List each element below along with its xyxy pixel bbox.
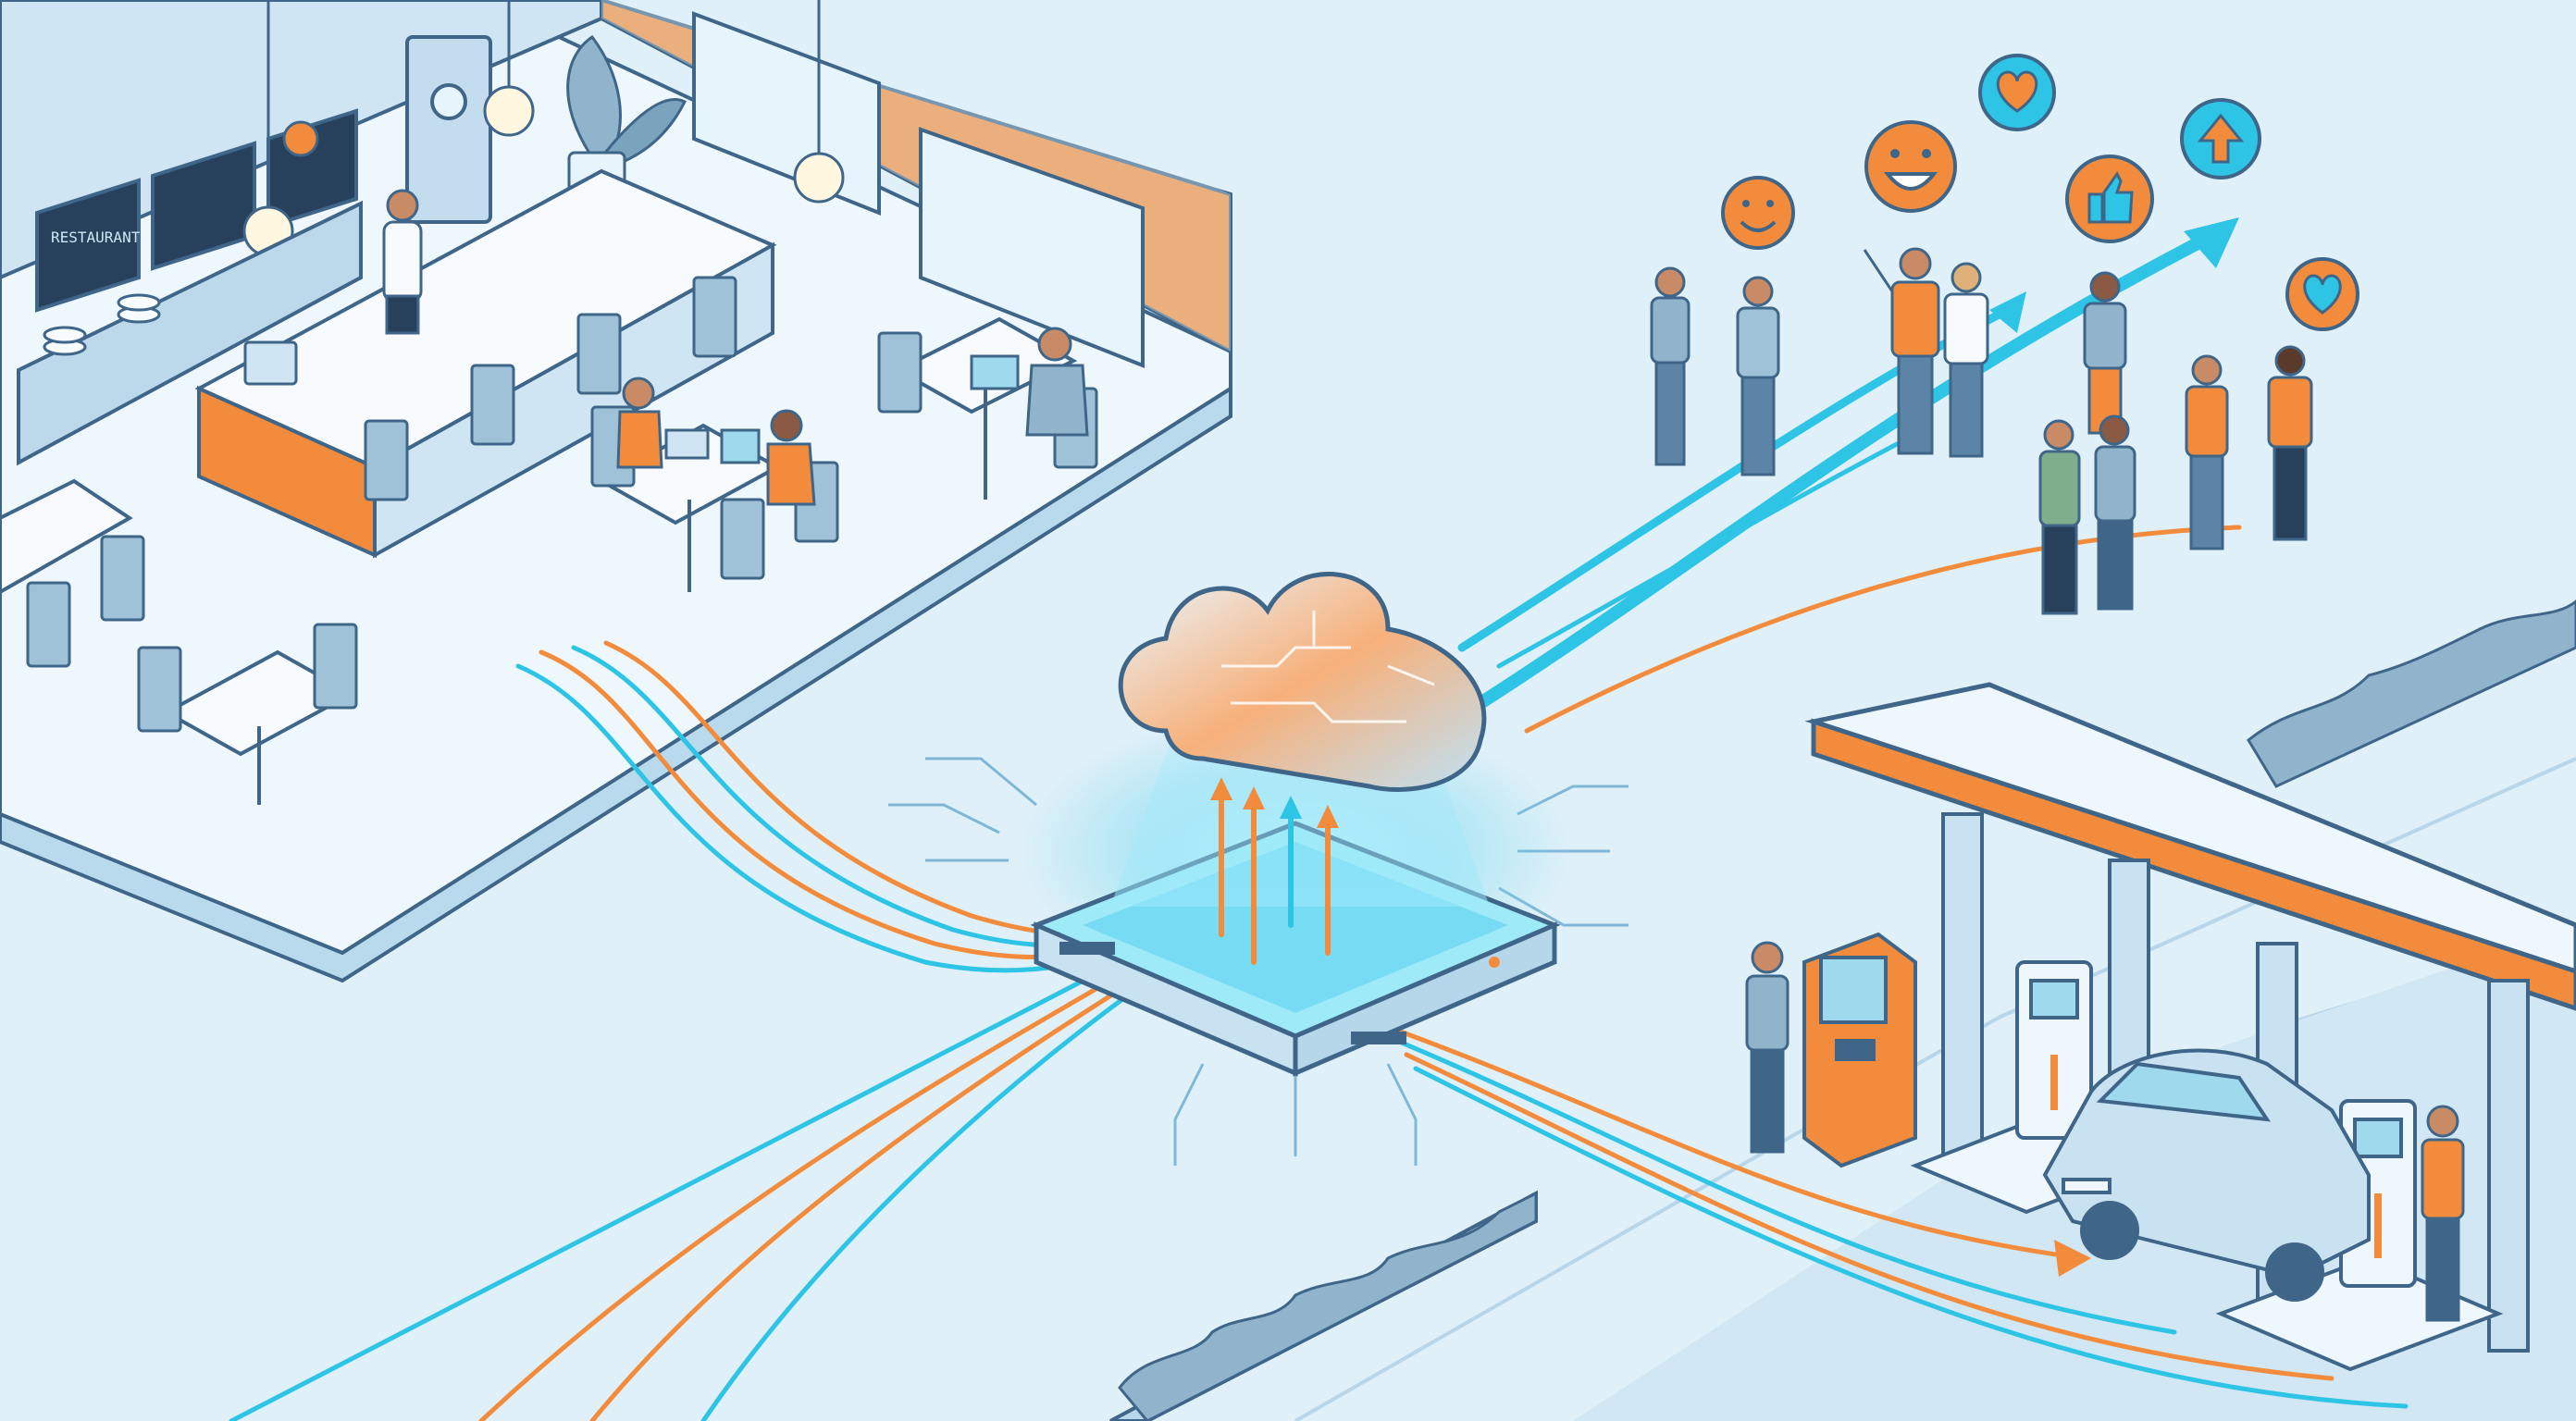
window-2: [919, 127, 1145, 368]
flow-arrowhead-orange: [2054, 1240, 2091, 1277]
circuit-traces: [888, 757, 1629, 1166]
cloud-icon: [1118, 572, 1487, 792]
heart-icon: [1978, 54, 2056, 131]
door-porthole: [430, 83, 467, 120]
cash-register: [243, 340, 298, 386]
canopy-pillar-4: [2487, 979, 2530, 1353]
diner-man-tablet: [720, 409, 816, 506]
customers: [1650, 247, 2313, 615]
customer-8: [2267, 345, 2313, 541]
customer-3: [1863, 247, 1940, 455]
cloud: [1118, 572, 1487, 792]
plate-stack: [43, 293, 161, 356]
grin-icon: [1864, 120, 1957, 213]
person-fueling: [2421, 1105, 2465, 1322]
upload-arrows: [1219, 793, 1331, 965]
growth-arrowhead-small: [1989, 291, 2026, 333]
counter-side: [373, 241, 774, 559]
reaction-bubbles: [1721, 54, 2359, 331]
hub-status-led: [1489, 957, 1500, 968]
hub-port-right: [1351, 1032, 1406, 1044]
back-counter: [17, 200, 363, 466]
restaurant-floor-edge: [0, 385, 1232, 983]
burger-icon: [282, 120, 319, 157]
arrow-up-icon: [2180, 98, 2261, 179]
hub-port-left: [1059, 942, 1115, 955]
thumbs-up-icon: [2065, 154, 2154, 243]
heart-icon: [2285, 257, 2359, 331]
restaurant-door: [405, 35, 492, 224]
restaurant-sign: RESTAURANT: [51, 229, 141, 246]
customer-2: [1736, 276, 1780, 476]
smile-icon: [1721, 176, 1795, 250]
diner-man-laptop: [970, 327, 1089, 437]
person-at-kiosk: [1745, 941, 1790, 1154]
restaurant: RESTAURANT: [0, 0, 1232, 983]
customer-1: [1650, 266, 1690, 466]
hedges: [1109, 599, 2576, 1421]
fuel-pump-1: [2015, 960, 2093, 1140]
chairs: [26, 276, 1098, 733]
canopy-pillar-1: [1941, 812, 1984, 1168]
customer-4: [1943, 262, 1989, 458]
waiter: [382, 189, 423, 335]
diner-woman-laptop: [616, 377, 710, 469]
customer-couple: [2038, 414, 2136, 615]
payment-kiosk: [1802, 932, 1917, 1168]
customer-7: [2185, 354, 2229, 550]
car: [2042, 1048, 2371, 1302]
gas-station: [1745, 682, 2576, 1372]
upload-arrowheads: [1210, 777, 1339, 828]
menu-board-1: [35, 178, 141, 313]
cloud-circuit: [1221, 611, 1435, 723]
growth-arrowhead: [2184, 217, 2239, 268]
canopy-edge: [1811, 718, 2576, 1011]
